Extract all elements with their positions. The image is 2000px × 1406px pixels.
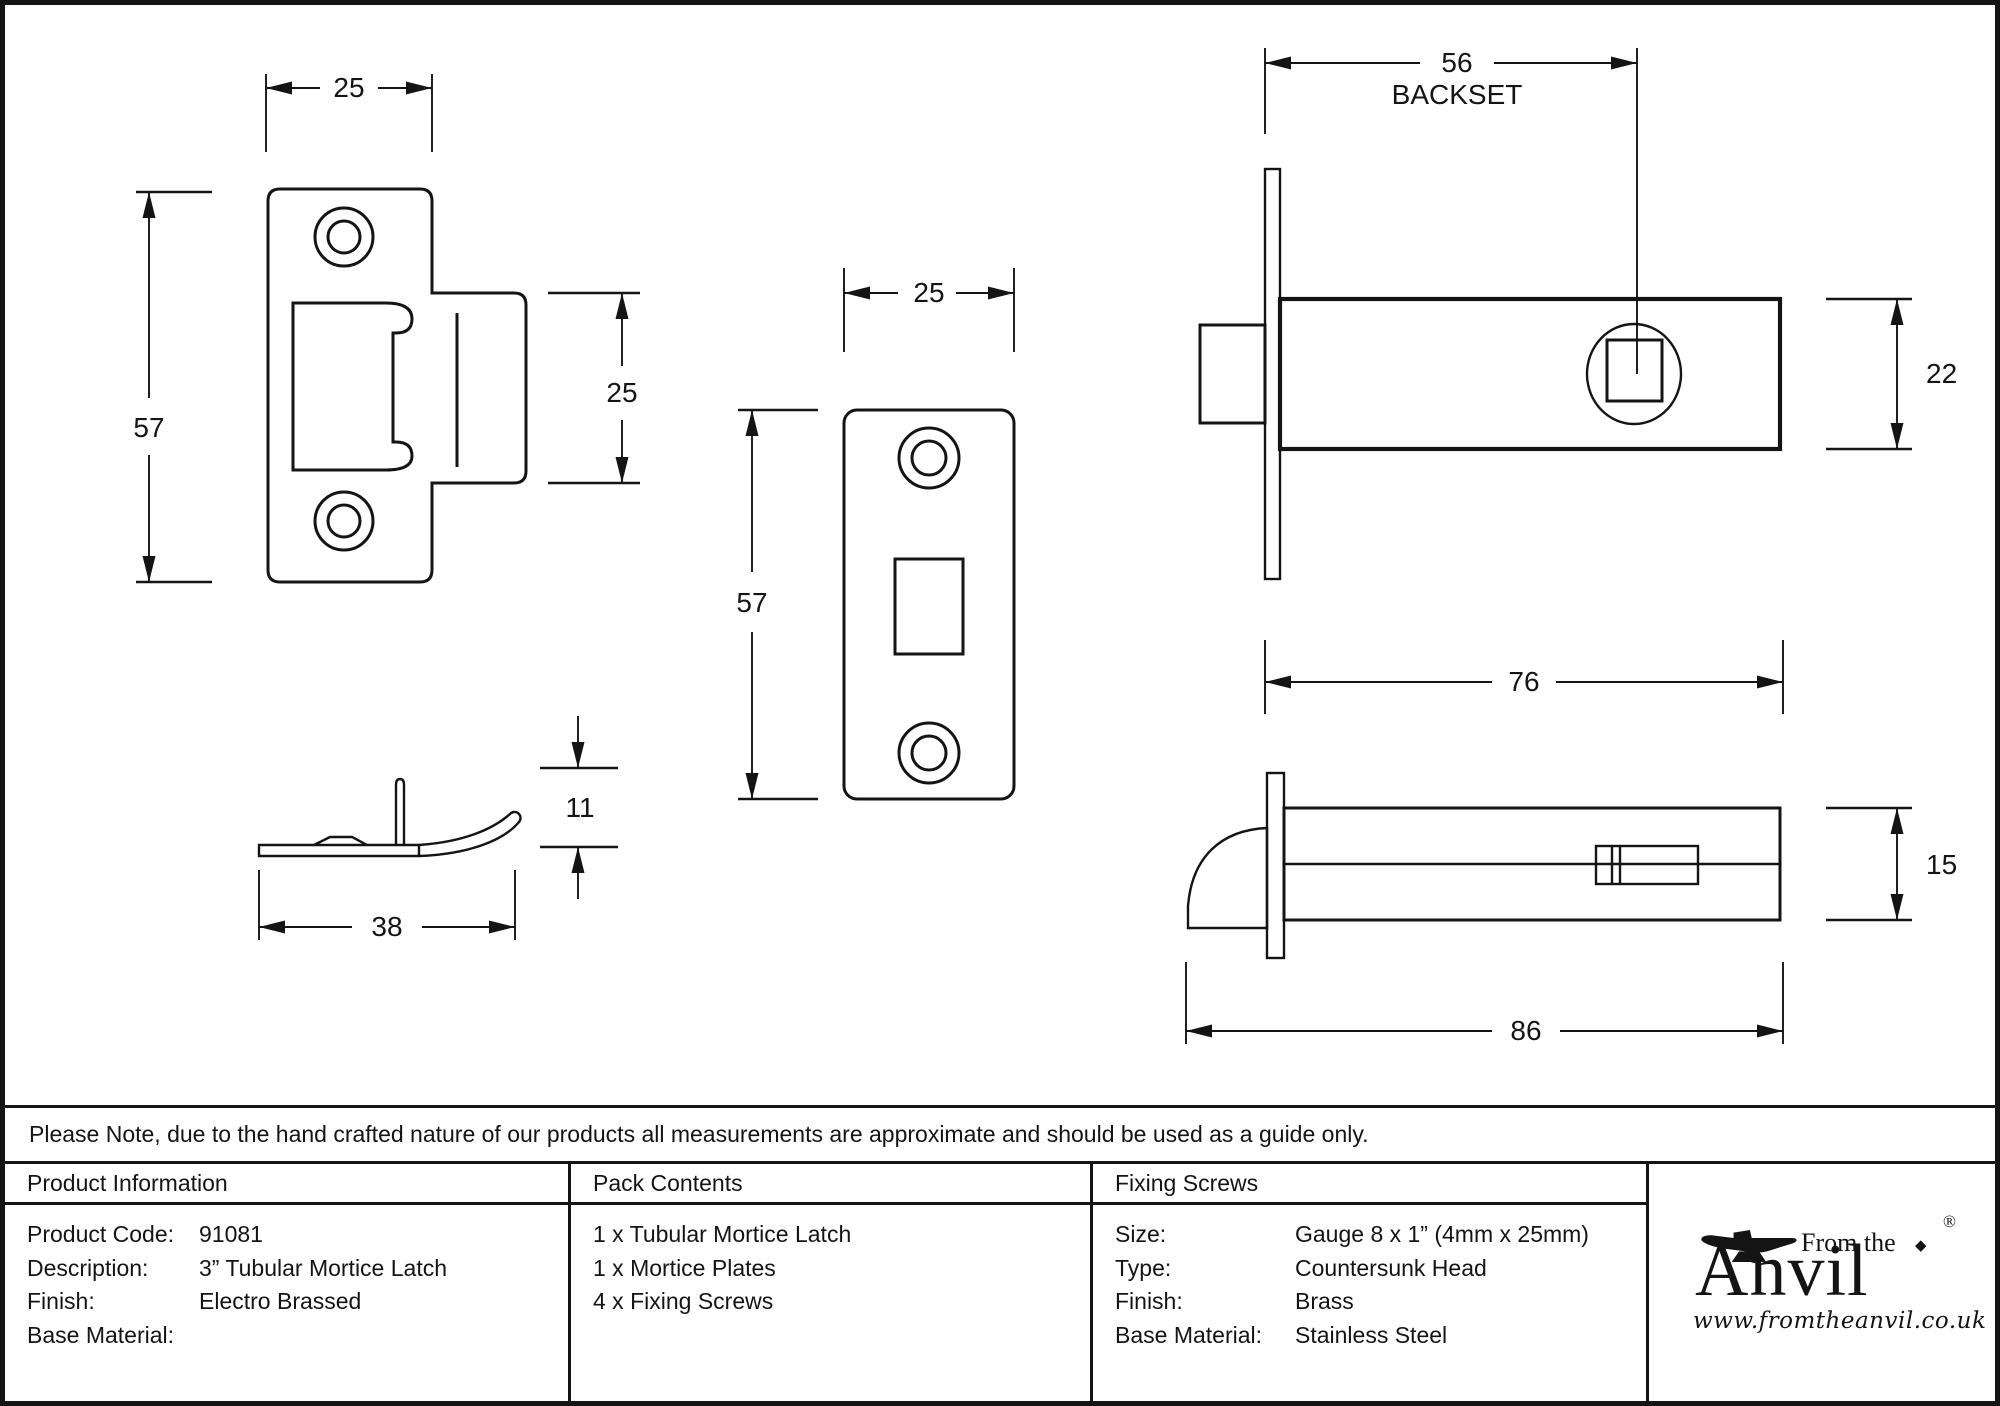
screw-base-material-row: Base Material: Stainless Steel	[1115, 1319, 1646, 1353]
dim-strike-height: 57	[133, 412, 164, 443]
dim-backset-value: 56	[1441, 47, 1472, 78]
strike-plate-front-view: 25 57 25	[133, 72, 640, 584]
dim-backset-label: BACKSET	[1392, 79, 1523, 110]
pack-item: 1 x Mortice Plates	[593, 1254, 776, 1281]
screw-type-label: Type:	[1115, 1254, 1172, 1281]
product-information-header: Product Information	[5, 1164, 571, 1205]
dim-mortice-height: 57	[736, 587, 767, 618]
finish-row: Finish: Electro Brassed	[27, 1285, 568, 1319]
screw-size-value: Gauge 8 x 1” (4mm x 25mm)	[1295, 1221, 1589, 1247]
screw-finish-value: Brass	[1295, 1288, 1354, 1314]
logo-brand-name: Anvil	[1695, 1230, 1869, 1312]
description-row: Description: 3” Tubular Mortice Latch	[27, 1252, 568, 1286]
fixing-screws-header-label: Fixing Screws	[1115, 1169, 1259, 1196]
anvil-icon	[1701, 1230, 1797, 1262]
dim-latch-height: 22	[1926, 358, 1957, 389]
product-code-value: 91081	[199, 1221, 263, 1247]
screw-finish-label: Finish:	[1115, 1288, 1183, 1314]
dim-strike-side-width: 38	[371, 911, 402, 942]
note-text: Please Note, due to the hand crafted nat…	[29, 1121, 1369, 1147]
dim-latch-top-height: 15	[1926, 849, 1957, 880]
strike-plate-side-view: 11 38	[257, 716, 618, 942]
logo-website-url: www.fromtheanvil.co.uk	[1693, 1308, 1987, 1334]
product-code-label: Product Code:	[27, 1221, 175, 1247]
screw-finish-row: Finish: Brass	[1115, 1285, 1646, 1319]
description-value: 3” Tubular Mortice Latch	[199, 1254, 448, 1281]
finish-value: Electro Brassed	[199, 1288, 362, 1314]
description-label: Description:	[27, 1254, 149, 1281]
pack-contents-header: Pack Contents	[571, 1164, 1093, 1205]
brand-logo-cell: From the ◆ ® Anvil www.fromtheanvil.co.u…	[1649, 1164, 1995, 1401]
dim-strike-side-height: 11	[565, 792, 594, 823]
screw-size-label: Size:	[1115, 1221, 1167, 1247]
latch-top-view: 76 15 86	[1185, 640, 1957, 1046]
measurement-note: Please Note, due to the hand crafted nat…	[5, 1105, 1995, 1164]
screw-base-material-label: Base Material:	[1115, 1321, 1263, 1348]
fixing-screws-header: Fixing Screws	[1093, 1164, 1649, 1205]
screw-base-material-value: Stainless Steel	[1295, 1321, 1448, 1348]
pack-contents-header-label: Pack Contents	[593, 1169, 743, 1196]
from-the-anvil-logo: From the ◆ ® Anvil www.fromtheanvil.co.u…	[1693, 1212, 1987, 1352]
product-information-body: Product Code: 91081 Description: 3” Tubu…	[5, 1205, 571, 1401]
product-information-header-label: Product Information	[27, 1169, 228, 1196]
screw-size-row: Size: Gauge 8 x 1” (4mm x 25mm)	[1115, 1218, 1646, 1252]
screw-type-row: Type: Countersunk Head	[1115, 1252, 1646, 1286]
spec-table: Product Information Pack Contents Fixing…	[5, 1164, 1995, 1401]
screw-type-value: Countersunk Head	[1295, 1254, 1487, 1281]
mortice-plate-front-view: 25 57	[736, 268, 1016, 801]
pack-item: 4 x Fixing Screws	[593, 1288, 774, 1314]
pack-contents-body: 1 x Tubular Mortice Latch 1 x Mortice Pl…	[571, 1205, 1093, 1401]
latch-side-view: 56 BACKSET 22	[1198, 47, 1957, 581]
registered-trademark-icon: ®	[1943, 1212, 1956, 1231]
pack-item: 1 x Tubular Mortice Latch	[593, 1221, 852, 1247]
product-code-row: Product Code: 91081	[27, 1218, 568, 1252]
logo-tagline: From the	[1801, 1228, 1896, 1257]
technical-drawing: 25 57 25	[133, 47, 1957, 1046]
dim-mortice-width: 25	[913, 277, 944, 308]
fixing-screws-body: Size: Gauge 8 x 1” (4mm x 25mm) Type: Co…	[1093, 1205, 1649, 1401]
dim-latch-overall-length: 86	[1510, 1015, 1541, 1046]
logo-diamond-icon: ◆	[1915, 1236, 1927, 1254]
base-material-label: Base Material:	[27, 1321, 175, 1348]
dim-strike-width: 25	[333, 72, 364, 103]
base-material-row: Base Material:	[27, 1319, 568, 1353]
dim-strike-tab: 25	[606, 377, 637, 408]
finish-label: Finish:	[27, 1288, 95, 1314]
dim-latch-case-length: 76	[1508, 666, 1539, 697]
